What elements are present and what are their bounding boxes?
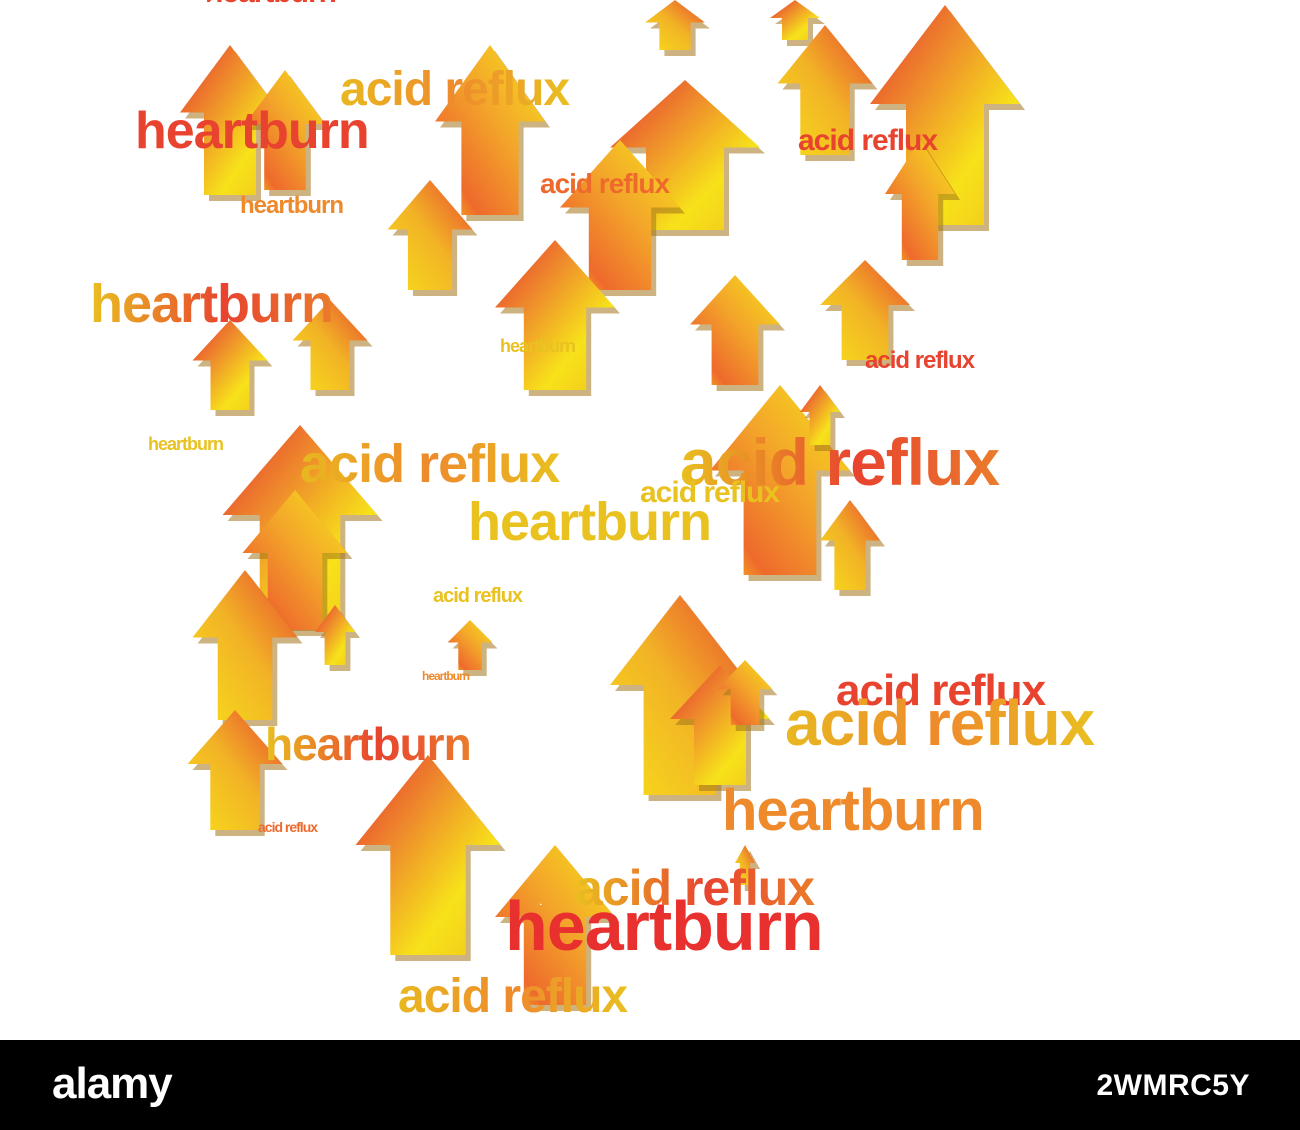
up-arrow-icon [820, 500, 880, 590]
up-arrow-icon [187, 710, 283, 830]
up-arrow-icon [690, 275, 780, 385]
heartburn-word: heartburn [265, 718, 471, 770]
up-arrow-icon [560, 140, 680, 290]
acid-reflux-word: acid reflux [398, 970, 628, 1023]
up-arrow-icon [292, 300, 368, 390]
acid-reflux-word: acid reflux [540, 168, 670, 199]
up-arrow-icon [645, 0, 705, 50]
heartburn-word: heartburn [468, 492, 711, 552]
heartburn-word: heartburn [205, 0, 336, 9]
acid-reflux-word: acid reflux [433, 585, 523, 607]
up-arrow-icon [192, 570, 298, 720]
up-arrow-icon [770, 0, 820, 40]
heartburn-word: heartburn [90, 274, 333, 334]
up-arrow-icon [435, 45, 545, 215]
up-arrow-icon [447, 620, 493, 670]
arrow-layer [180, 0, 1025, 1011]
acid-reflux-word: acid reflux [340, 63, 570, 116]
acid-reflux-word: acid reflux [300, 434, 560, 494]
up-arrow-icon [387, 180, 473, 290]
watermark-image-id: 2WMRC5Y [1096, 1069, 1250, 1102]
acid-reflux-word: acid reflux [798, 124, 938, 157]
heartburn-word: heartburn [422, 669, 470, 683]
up-arrow-icon [180, 45, 280, 195]
up-arrow-icon [315, 605, 355, 665]
up-arrow-icon [245, 70, 325, 190]
acid-reflux-word: acid reflux [785, 687, 1096, 759]
up-arrow-icon [820, 260, 910, 360]
acid-reflux-word: acid reflux [836, 666, 1047, 715]
up-arrow-icon [777, 25, 873, 155]
up-arrow-icon [192, 320, 268, 410]
up-arrow-icon [495, 240, 615, 390]
heartburn-word: heartburn [148, 434, 223, 454]
heartburn-word: heartburn [240, 192, 343, 219]
up-arrow-icon [717, 660, 773, 725]
acid-reflux-word: acid reflux [640, 476, 780, 509]
acid-reflux-word: acid reflux [575, 860, 815, 916]
watermark-bar: alamy 2WMRC5Y [0, 1040, 1300, 1130]
heartburn-word: heartburn [505, 887, 823, 965]
up-arrow-icon [735, 845, 755, 885]
up-arrow-icon [885, 140, 955, 260]
heartburn-word: heartburn [500, 336, 575, 356]
acid-reflux-word: acid reflux [258, 819, 318, 835]
up-arrow-icon [800, 385, 840, 445]
up-arrow-icon [242, 490, 348, 630]
acid-reflux-word: acid reflux [680, 425, 1000, 499]
up-arrow-icon [495, 845, 615, 1005]
watermark-brand-logo: alamy [52, 1059, 173, 1108]
heartburn-word: heartburn [135, 102, 369, 160]
heartburn-word: heartburn [722, 778, 984, 843]
acid-reflux-word: acid reflux [865, 347, 976, 374]
up-arrow-icon [355, 755, 501, 955]
